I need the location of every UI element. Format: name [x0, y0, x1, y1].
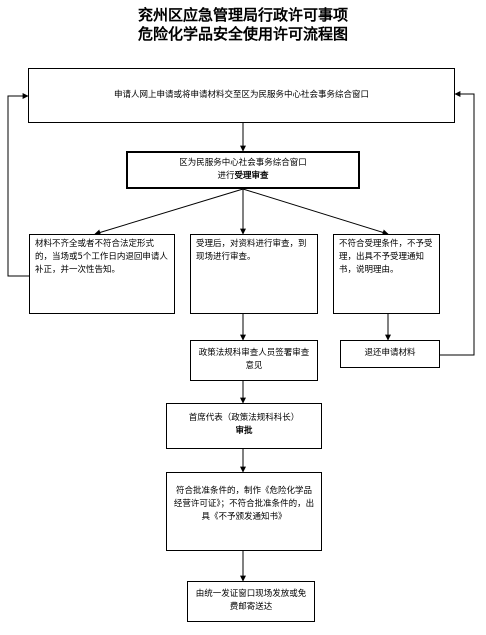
accept-line1: 区为民服务中心社会事务综合窗口	[179, 158, 307, 168]
incomplete-text: 材料不齐全或者不符合法定形式的，当场或5个工作日内退回申请人补正，并一次性告知。	[35, 239, 168, 275]
approval-box: 首席代表（政策法规科科长） 审批	[166, 403, 322, 449]
apply-box: 申请人网上申请或将申请材料交至区为民服务中心社会事务综合窗口	[28, 68, 455, 123]
page-subtitle: 危险化学品安全使用许可流程图	[137, 25, 348, 43]
arrow-return-loop	[440, 91, 475, 356]
return-materials-box: 退还申请材料	[340, 340, 440, 368]
approve-line2: 审批	[235, 426, 253, 436]
rejected-text: 不符合受理条件，不予受理，出具不予受理通知书，说明理由。	[339, 239, 433, 275]
arrow-accept-to-incomplete	[94, 188, 244, 236]
accept-review-box: 区为民服务中心社会事务综合窗口 进行受理审查	[126, 151, 360, 189]
return-materials-text: 退还申请材料	[364, 348, 416, 358]
accepted-text: 受理后，对资料进行审查，到现场进行审查。	[196, 239, 307, 262]
page-title: 兖州区应急管理局行政许可事项	[137, 6, 348, 24]
accept-line2-bold: 受理审查	[234, 171, 269, 181]
rejected-box: 不符合受理条件，不予受理，出具不予受理通知书，说明理由。	[333, 234, 440, 314]
review-opinion-text: 政策法规科审查人员签署审查意见	[198, 348, 310, 371]
arrow-incomplete-loop	[7, 93, 29, 277]
apply-text: 申请人网上申请或将申请材料交至区为民服务中心社会事务综合窗口	[113, 90, 369, 100]
accepted-review-box: 受理后，对资料进行审查，到现场进行审查。	[190, 234, 318, 314]
decision-text: 符合批准条件的，制作《危险化学品经营许可证》；不符合批准条件的，出具《不予颁发通…	[173, 486, 315, 522]
decision-box: 符合批准条件的，制作《危险化学品经营许可证》；不符合批准条件的，出具《不予颁发通…	[166, 472, 322, 551]
review-opinion-box: 政策法规科审查人员签署审查意见	[190, 340, 318, 381]
approve-line1: 首席代表（政策法规科科长）	[188, 413, 300, 423]
accept-line2-prefix: 进行	[217, 171, 235, 181]
incomplete-materials-box: 材料不齐全或者不符合法定形式的，当场或5个工作日内退回申请人补正，并一次性告知。	[29, 234, 175, 314]
issue-text: 由统一发证窗口现场发放或免费邮寄送达	[195, 589, 307, 612]
arrow-accept-to-rejected	[242, 188, 389, 236]
issue-box: 由统一发证窗口现场发放或免费邮寄送达	[187, 581, 315, 622]
